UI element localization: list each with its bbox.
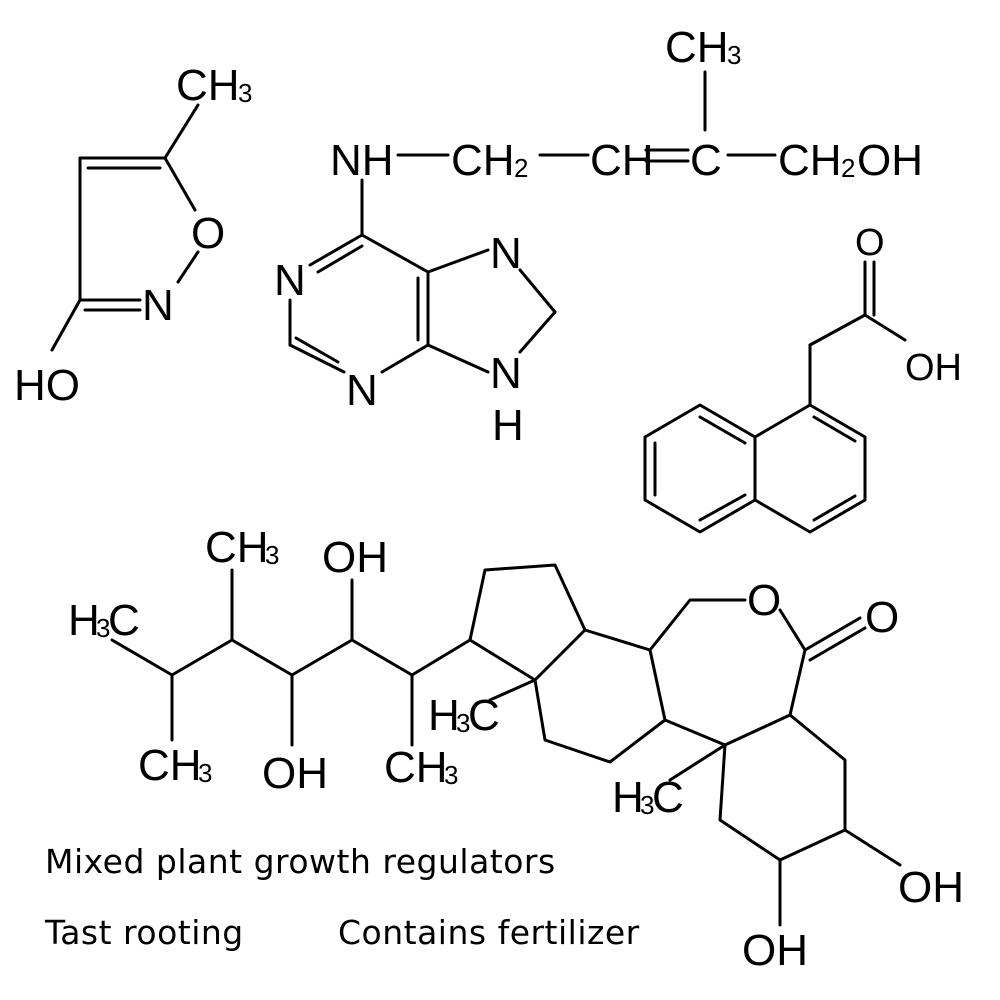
- zeatin-n3-label: N: [346, 366, 378, 415]
- bond: [812, 415, 857, 443]
- ring-d: [468, 563, 587, 682]
- zeatin-h9-label: H: [492, 401, 524, 450]
- zeatin-ch-label: CH: [590, 136, 654, 185]
- hymexazol-ch3-subscript: 3: [238, 78, 252, 108]
- zeatin-n7-label: N: [490, 229, 522, 278]
- caption-mixed-plant-growth-regulators: Mixed plant growth regulators: [45, 842, 556, 881]
- bond: [316, 244, 364, 274]
- zeatin-structure: NH CH 2 CH C CH 2 OH CH 3 N N N N H: [274, 23, 923, 450]
- bond: [698, 493, 747, 522]
- brassinolide-oh-top-label: OH: [322, 533, 388, 582]
- zeatin-ch2-label: CH: [451, 136, 515, 185]
- brassinolide-h3c-low-c-label: C: [652, 773, 684, 822]
- ring-c: [533, 628, 667, 764]
- zeatin-n9-label: N: [490, 349, 522, 398]
- side-chain: [110, 638, 472, 677]
- ring-b: [648, 598, 747, 652]
- bond: [426, 343, 490, 374]
- zeatin-nh-label: NH: [330, 136, 394, 185]
- brassinolide-ch3-top-label: CH: [205, 523, 269, 572]
- bond: [518, 268, 557, 314]
- brassinolide-ch3-bottom-left-label: CH: [138, 741, 202, 790]
- hymexazol-ch3-label: CH: [176, 61, 240, 110]
- bond: [176, 250, 200, 284]
- bond: [426, 248, 490, 274]
- brassinolide-ch3-top-subscript: 3: [265, 540, 279, 570]
- brassinolide-oh-right-label: OH: [898, 863, 964, 912]
- brassinolide-structure: CH 3 OH H 3 C CH 3 OH CH 3 H 3 C H 3 C O…: [68, 523, 964, 975]
- hymexazol-o-label: O: [191, 209, 225, 258]
- brassinolide-h3c-low-label: H: [612, 773, 644, 822]
- brassinolide-carbonyl-o-label: O: [865, 593, 899, 642]
- bond: [518, 310, 557, 354]
- naphthalene-left-ring: [643, 403, 757, 534]
- brassinolide-ch3-bottom-mid-label: CH: [384, 743, 448, 792]
- naphthaleneacetic-acid-structure: O OH: [643, 222, 962, 534]
- ring-a: [718, 713, 847, 862]
- brassinolide-oh-bottom-right-label: OH: [742, 926, 808, 975]
- bond: [163, 156, 197, 212]
- brassinolide-oh-bottom-label: OH: [262, 749, 328, 798]
- caption-tast-rooting: Tast rooting: [45, 913, 244, 952]
- bond: [294, 336, 340, 364]
- caption-contains-fertilizer: Contains fertilizer: [338, 913, 640, 952]
- bond: [360, 233, 430, 274]
- zeatin-ch2-subscript: 2: [514, 153, 528, 183]
- naphthalene-right-ring: [753, 403, 867, 534]
- brassinolide-h3c-left-subscript: 3: [96, 613, 110, 643]
- zeatin-ch3-label: CH: [665, 23, 729, 72]
- bond: [288, 343, 346, 374]
- hymexazol-ho-label: HO: [14, 361, 80, 410]
- hymexazol-structure: CH 3 O N HO: [14, 61, 252, 410]
- bond: [863, 313, 907, 342]
- zeatin-ch2oh-subscript: 2: [841, 153, 855, 183]
- bond: [308, 233, 364, 267]
- naa-carbonyl-o-label: O: [855, 222, 885, 264]
- naa-oh-label: OH: [905, 347, 962, 389]
- brassinolide-h3c-mid-c-label: C: [468, 691, 500, 740]
- bond: [163, 103, 200, 160]
- bond: [843, 828, 902, 867]
- zeatin-ch3-subscript: 3: [727, 40, 741, 70]
- bond: [698, 415, 747, 445]
- hymexazol-n-label: N: [142, 281, 174, 330]
- brassinolide-ch3-bottom-mid-subscript: 3: [444, 760, 458, 790]
- brassinolide-h3c-left-label: H: [68, 596, 100, 645]
- brassinolide-h3c-mid-label: H: [428, 691, 460, 740]
- zeatin-c-label: C: [690, 136, 722, 185]
- bond: [808, 313, 867, 347]
- zeatin-n1-label: N: [274, 256, 306, 305]
- bond: [803, 616, 862, 652]
- zeatin-ch2oh-oh-label: OH: [857, 136, 923, 185]
- bond: [668, 743, 727, 782]
- brassinolide-h3c-mid-subscript: 3: [456, 708, 470, 738]
- zeatin-ch2oh-label: CH: [778, 136, 842, 185]
- ring-b-2: [663, 608, 807, 747]
- bond: [808, 626, 867, 662]
- bond: [812, 494, 857, 522]
- bond: [380, 343, 430, 374]
- bond: [50, 298, 82, 352]
- bond: [488, 678, 537, 702]
- brassinolide-ch3-bottom-left-subscript: 3: [198, 758, 212, 788]
- brassinolide-h3c-low-subscript: 3: [640, 790, 654, 820]
- brassinolide-ring-o-label: O: [747, 576, 781, 625]
- brassinolide-h3c-left-c-label: C: [108, 596, 140, 645]
